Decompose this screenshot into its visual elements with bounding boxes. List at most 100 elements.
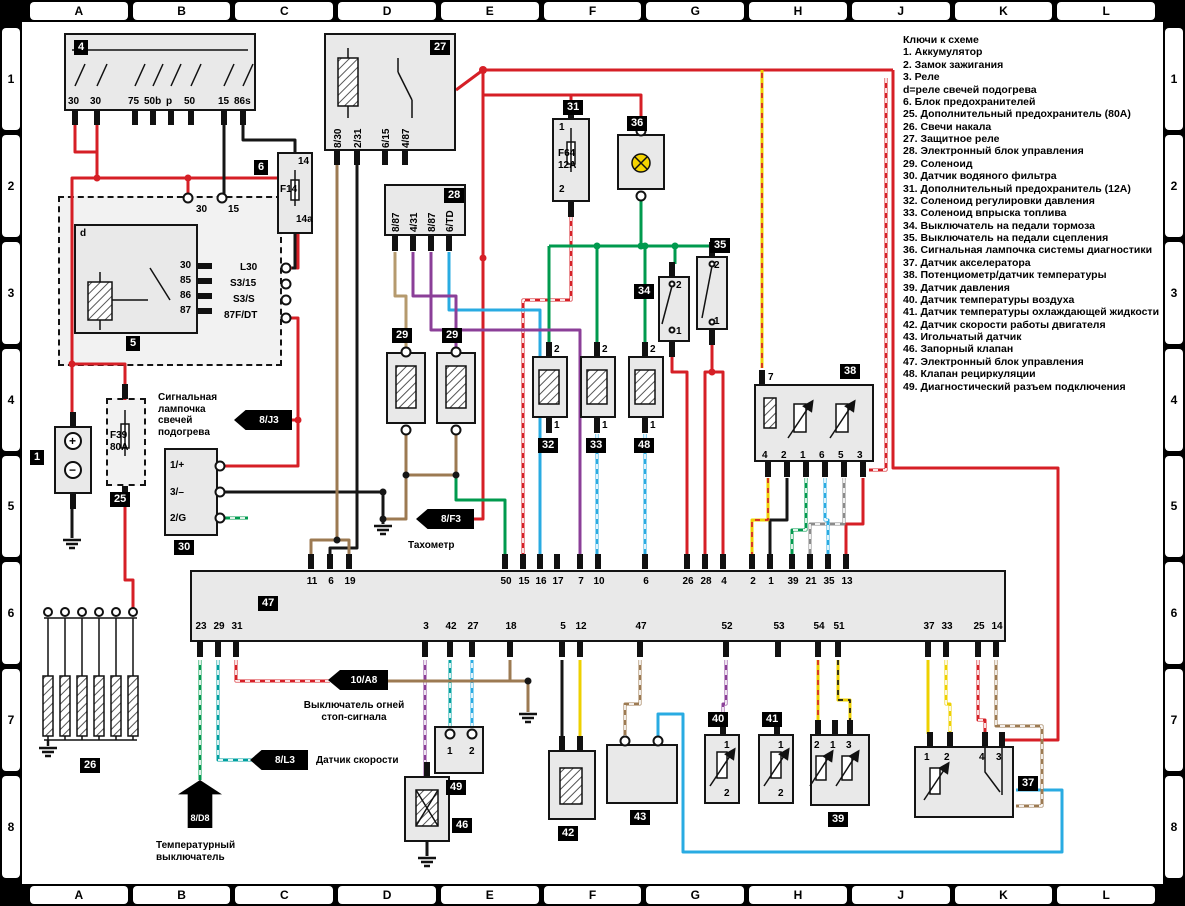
legend-item: 6. Блок предохранителей: [903, 95, 1036, 108]
pin-label: 2: [778, 788, 784, 799]
legend-item: 32. Соленоид регулировки давления: [903, 194, 1095, 207]
pin-label: 1: [676, 326, 682, 337]
legend-item: 29. Соленоид: [903, 157, 973, 170]
ecu-pin-stub: [507, 642, 513, 657]
component-tag-26: 26: [80, 758, 101, 773]
ecu-pin-number: 33: [941, 621, 953, 632]
ecu-pin-stub: [422, 642, 428, 657]
pin-label: 4: [979, 752, 985, 763]
pin-label: 2: [781, 450, 787, 461]
battery-minus-label: −: [69, 463, 77, 477]
grid-col-label: G: [646, 2, 745, 20]
ecu-pin-number: 31: [231, 621, 243, 632]
ecu-pin-number: 6: [643, 576, 649, 587]
legend-item: 30. Датчик водяного фильтра: [903, 170, 1057, 183]
ecu-pin-number: 37: [923, 621, 935, 632]
ecu-pin-stub: [815, 642, 821, 657]
ecu-pin-number: 2: [750, 576, 756, 587]
ecu-pin-number: 35: [823, 576, 835, 587]
pin-label: 2: [814, 740, 820, 751]
ecu-pin-number: 21: [805, 576, 817, 587]
relay-output-label: S3/15: [230, 278, 257, 289]
ecu-pin-number: 29: [213, 621, 225, 632]
ecu-pin-stub: [197, 642, 203, 657]
pin-label: 2: [944, 752, 950, 763]
terminal-label: 8/87: [427, 212, 438, 232]
feed-label: 15: [228, 204, 240, 215]
legend-title: Ключи к схеме: [903, 34, 979, 46]
ecu-pin-number: 10: [593, 576, 605, 587]
ecu-pin-stub: [789, 554, 795, 569]
pin-label: 2: [714, 260, 720, 271]
component-tag-49: 49: [446, 780, 467, 795]
ecu-pin-stub: [346, 554, 352, 569]
grid-col-label: J: [851, 886, 950, 904]
ecu-pin-stub: [925, 642, 931, 657]
fuse-pin-label: 2: [559, 184, 565, 195]
terminal-label: 30: [90, 96, 102, 107]
ecu-pin-stub: [559, 642, 565, 657]
ecu-pin-number: 18: [505, 621, 517, 632]
grid-row-label: 8: [2, 776, 20, 878]
ecu-pin-number: 1: [768, 576, 774, 587]
component-tag-46: 46: [452, 818, 473, 833]
terminal-label: 75: [128, 96, 140, 107]
ecu-pin-number: 6: [328, 576, 334, 587]
grid-row-label: 3: [2, 241, 20, 344]
connector-arrow-10a8: 10/A8: [328, 670, 388, 690]
grid-col-label: G: [646, 886, 745, 904]
component-tag-29a: 29: [392, 328, 413, 343]
legend-item: 36. Сигнальная лампочка системы диагност…: [903, 244, 1153, 257]
ecu-pin-stub: [554, 554, 560, 569]
speed-sensor-label: Датчик скорости: [316, 755, 399, 766]
component-tag-30: 30: [174, 540, 195, 555]
relay-output-label: S3/S: [233, 294, 255, 305]
clutch-pedal-switch-box: [696, 256, 728, 330]
relay-d-label: d: [80, 228, 87, 239]
component-tag-5: 5: [126, 336, 141, 351]
pin-label: 4: [762, 450, 768, 461]
coolant-temp-sensor-box: [758, 734, 794, 804]
fuse-rating-label: 12A: [558, 160, 577, 171]
pin-label: 6: [819, 450, 825, 461]
terminal-label: 86s: [234, 96, 251, 107]
ecu-pin-stub: [843, 554, 849, 569]
grid-col-label: E: [440, 886, 539, 904]
ecu-pin-stub: [835, 642, 841, 657]
engine-speed-sensor-box: [548, 750, 596, 820]
legend-item: 31. Дополнительный предохранитель (12А): [903, 182, 1131, 195]
pin-label: 2: [469, 746, 475, 757]
ecu-box: [190, 570, 1006, 642]
pin-label: 7: [768, 372, 774, 383]
brake-pedal-switch-box: [658, 276, 690, 342]
component-tag-28: 28: [444, 188, 465, 203]
grid-col-label: J: [851, 2, 950, 20]
legend-item: 38. Потенциометр/датчик температуры: [903, 269, 1107, 282]
fuse-name-label: F14: [280, 184, 298, 195]
ecu-pin-stub: [749, 554, 755, 569]
terminal-label: 4/87: [401, 128, 412, 148]
terminal-label: 50b: [144, 96, 162, 107]
ecu-pin-number: 15: [518, 576, 530, 587]
legend-item: 46. Запорный клапан: [903, 343, 1014, 356]
component-tag-40: 40: [708, 712, 729, 727]
pin-label: 1: [447, 746, 453, 757]
grid-col-label: F: [543, 886, 642, 904]
terminal-label: 30: [68, 96, 80, 107]
ecu-pin-number: 51: [833, 621, 845, 632]
component-tag-29b: 29: [442, 328, 463, 343]
solenoid-29b-box: [436, 352, 476, 424]
connector-arrow-8d8: 8/D8: [178, 780, 222, 828]
solenoid-29a-box: [386, 352, 426, 424]
pin-label: 3/–: [170, 487, 184, 498]
ecu-pin-stub: [502, 554, 508, 569]
ecu-pin-stub: [595, 554, 601, 569]
ecu-pin-number: 12: [575, 621, 587, 632]
legend-item: 25. Дополнительный предохранитель (80А): [903, 108, 1131, 121]
pin-label: 2: [724, 788, 730, 799]
pin-label: 1: [554, 420, 560, 431]
grid-col-label: L: [1057, 2, 1156, 20]
component-tag-36: 36: [627, 116, 648, 131]
